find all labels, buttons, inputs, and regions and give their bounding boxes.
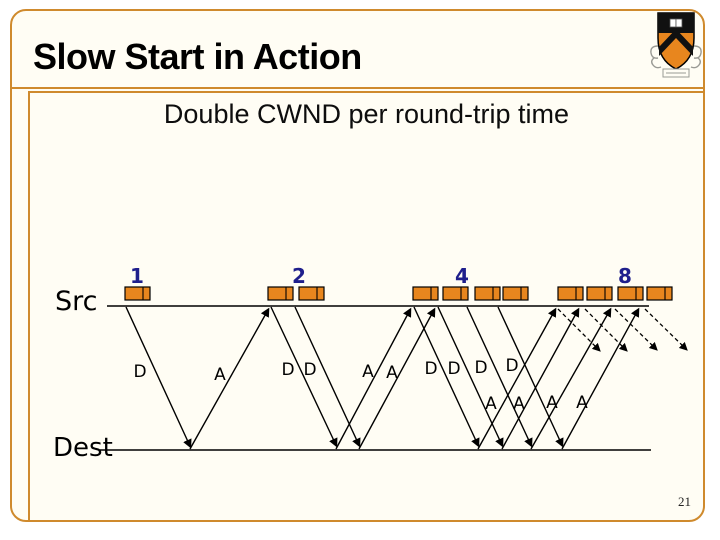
pending-data-arrow bbox=[557, 308, 601, 352]
data-packet-label: D bbox=[505, 356, 518, 376]
shield-icon bbox=[657, 12, 695, 70]
round-size-label: 2 bbox=[292, 264, 306, 288]
data-packet-label: D bbox=[303, 360, 316, 380]
content-box-top-border bbox=[29, 91, 703, 93]
packet bbox=[474, 286, 501, 301]
data-arrow bbox=[294, 306, 361, 448]
page-title: Slow Start in Action bbox=[33, 36, 362, 77]
ack-arrow bbox=[189, 307, 270, 450]
slide-frame bbox=[10, 9, 705, 522]
packet bbox=[442, 286, 469, 301]
packet bbox=[586, 286, 613, 301]
data-packet-label: D bbox=[424, 359, 437, 379]
packet bbox=[412, 286, 439, 301]
data-arrow bbox=[497, 306, 564, 448]
round-size-label: 8 bbox=[618, 264, 632, 288]
motto-banner bbox=[662, 68, 690, 78]
packet bbox=[298, 286, 325, 301]
pending-data-arrow bbox=[614, 308, 658, 351]
pending-data-arrow bbox=[584, 308, 628, 352]
round-size-label: 4 bbox=[455, 264, 469, 288]
dest-label: Dest bbox=[53, 433, 113, 463]
data-arrow bbox=[437, 306, 504, 448]
ack-label: A bbox=[576, 393, 588, 413]
ack-arrow bbox=[477, 307, 557, 450]
open-book-icon bbox=[669, 18, 683, 28]
ack-arrow bbox=[501, 307, 580, 450]
data-packet-label: D bbox=[133, 362, 146, 382]
ack-arrow bbox=[530, 307, 612, 450]
ack-label: A bbox=[546, 393, 558, 413]
ack-arrow bbox=[358, 307, 436, 450]
scroll-decoration-right bbox=[690, 45, 702, 69]
pending-data-arrow bbox=[644, 308, 688, 351]
ack-label: A bbox=[513, 394, 525, 414]
packet bbox=[124, 286, 151, 301]
packet bbox=[617, 286, 644, 301]
data-arrow bbox=[413, 306, 480, 448]
ack-label: A bbox=[362, 362, 374, 382]
data-packet-label: D bbox=[474, 358, 487, 378]
page-number: 21 bbox=[678, 494, 691, 509]
packet bbox=[557, 286, 584, 301]
ack-arrow bbox=[335, 307, 412, 450]
round-size-label: 1 bbox=[130, 264, 144, 288]
packet bbox=[267, 286, 294, 301]
princeton-logo bbox=[650, 12, 702, 78]
packet bbox=[502, 286, 529, 301]
scroll-decoration-left bbox=[650, 45, 662, 69]
ack-label: A bbox=[386, 363, 398, 383]
ack-label: A bbox=[214, 365, 226, 385]
slide-subtitle: Double CWND per round-trip time bbox=[163, 99, 570, 129]
ack-label: A bbox=[485, 394, 497, 414]
data-arrow bbox=[270, 306, 338, 448]
data-arrow bbox=[125, 306, 192, 449]
data-packet-label: D bbox=[447, 359, 460, 379]
src-label: Src bbox=[55, 286, 98, 317]
title-divider-line bbox=[11, 87, 704, 89]
ack-arrow bbox=[561, 307, 640, 450]
data-packet-label: D bbox=[281, 360, 294, 380]
content-box-left-border bbox=[28, 91, 30, 520]
data-arrow bbox=[466, 306, 533, 448]
packet bbox=[646, 286, 673, 301]
